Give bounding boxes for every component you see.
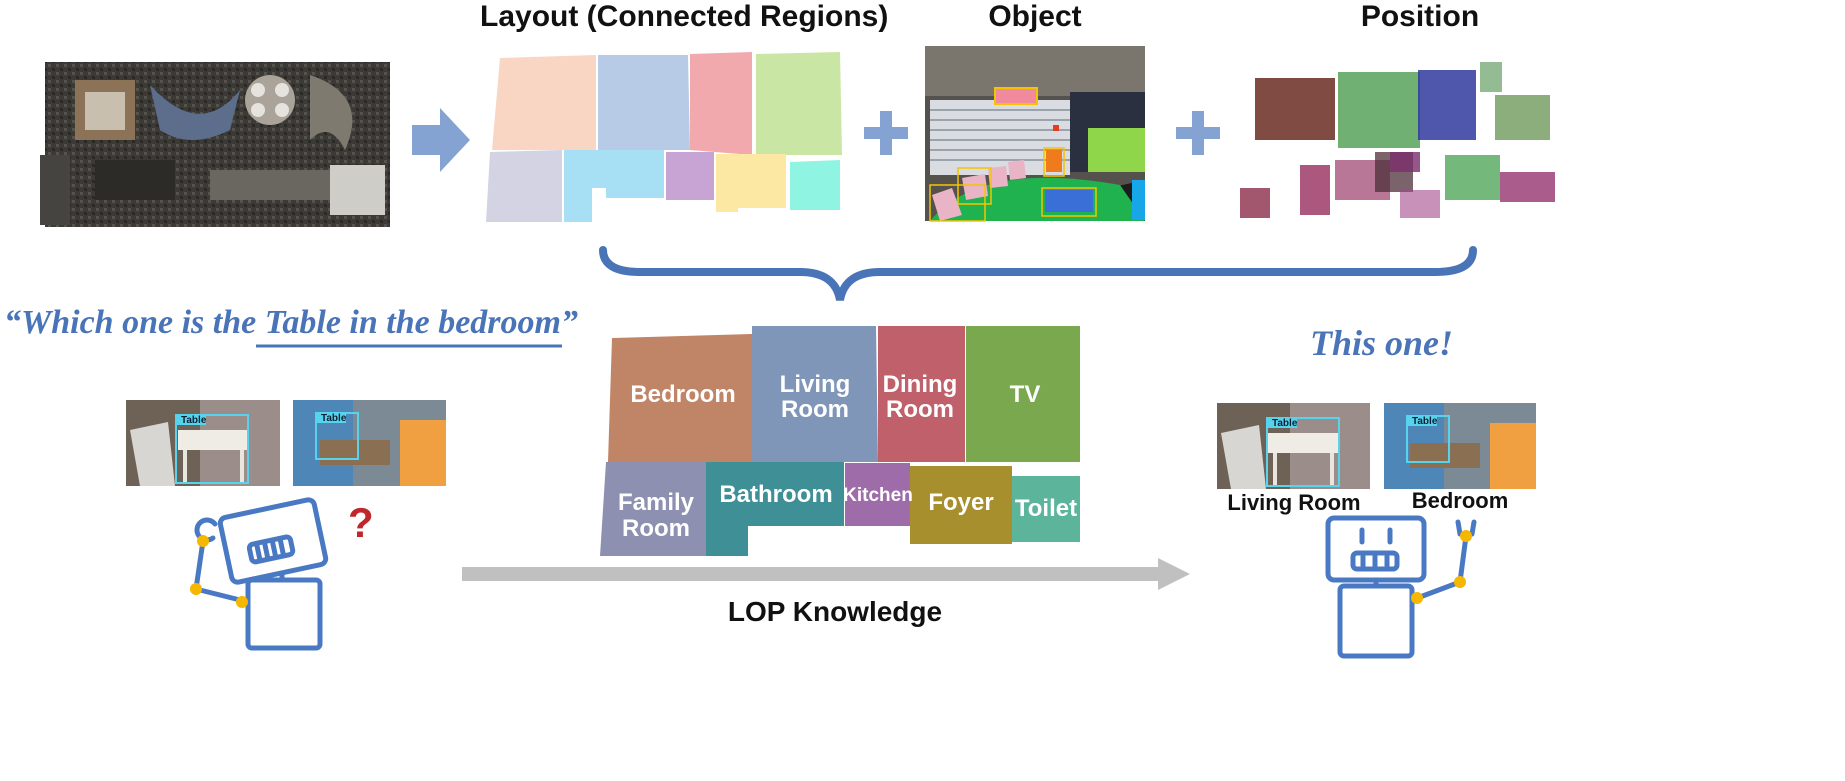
room-label-dining-room: Dining bbox=[883, 371, 958, 398]
question-mark-icon: ? bbox=[348, 499, 374, 546]
room-label-living-room: Room bbox=[781, 396, 849, 423]
plus-icon bbox=[1176, 111, 1220, 155]
merge-brace bbox=[599, 246, 1477, 301]
answer-text: This one! bbox=[1310, 323, 1454, 363]
layout-header: Layout (Connected Regions) bbox=[480, 0, 889, 33]
room-label-living-room: Living bbox=[780, 371, 851, 398]
query-target: Table in the bedroom bbox=[256, 304, 561, 341]
query-text: “Which one is the Table in the bedroom” bbox=[4, 304, 578, 342]
object-detection-image bbox=[925, 46, 1145, 222]
point-cloud-image bbox=[1240, 62, 1555, 218]
query-prefix: “Which one is the bbox=[4, 304, 257, 341]
result-caption-left: Living Room bbox=[1227, 490, 1361, 515]
lop-arrow bbox=[462, 558, 1190, 590]
result-caption-right: Bedroom bbox=[1411, 488, 1509, 513]
room-label-kitchen: Kitchen bbox=[843, 485, 913, 506]
room-label-family-room: Family bbox=[618, 489, 695, 516]
object-header: Object bbox=[988, 0, 1082, 33]
lop-knowledge-label: LOP Knowledge bbox=[727, 596, 943, 627]
result-photo-right: Table bbox=[1384, 403, 1536, 489]
room-label-family-room: Room bbox=[622, 515, 690, 542]
photo-tag-table: Table bbox=[1272, 418, 1298, 429]
photo-tag-table: Table bbox=[321, 413, 347, 424]
query-suffix: ” bbox=[560, 304, 578, 341]
confused-robot-icon bbox=[193, 497, 329, 651]
plus-icon bbox=[864, 111, 908, 155]
room-label-tv: TV bbox=[1010, 381, 1041, 408]
query-photo-right: Table bbox=[293, 400, 446, 486]
flow-arrow-icon bbox=[412, 108, 470, 172]
happy-robot-icon bbox=[1325, 515, 1477, 659]
room-labels: Bedroom Living Room Dining Room TV Famil… bbox=[618, 371, 1077, 542]
result-photo-left: Table bbox=[1217, 403, 1370, 489]
position-header: Position bbox=[1360, 0, 1480, 33]
room-label-foyer: Foyer bbox=[928, 489, 993, 516]
room-label-bathroom: Bathroom bbox=[719, 481, 832, 508]
photo-tag-table: Table bbox=[1412, 416, 1438, 427]
floorplan-3d-image bbox=[40, 62, 390, 227]
query-photo-left: Table bbox=[126, 400, 280, 486]
room-label-toilet: Toilet bbox=[1015, 495, 1077, 522]
room-map-image bbox=[600, 326, 1080, 556]
photo-tag-table: Table bbox=[181, 415, 207, 426]
layout-regions-image bbox=[486, 52, 842, 222]
room-label-bedroom: Bedroom bbox=[630, 381, 735, 408]
room-label-dining-room: Room bbox=[886, 396, 954, 423]
